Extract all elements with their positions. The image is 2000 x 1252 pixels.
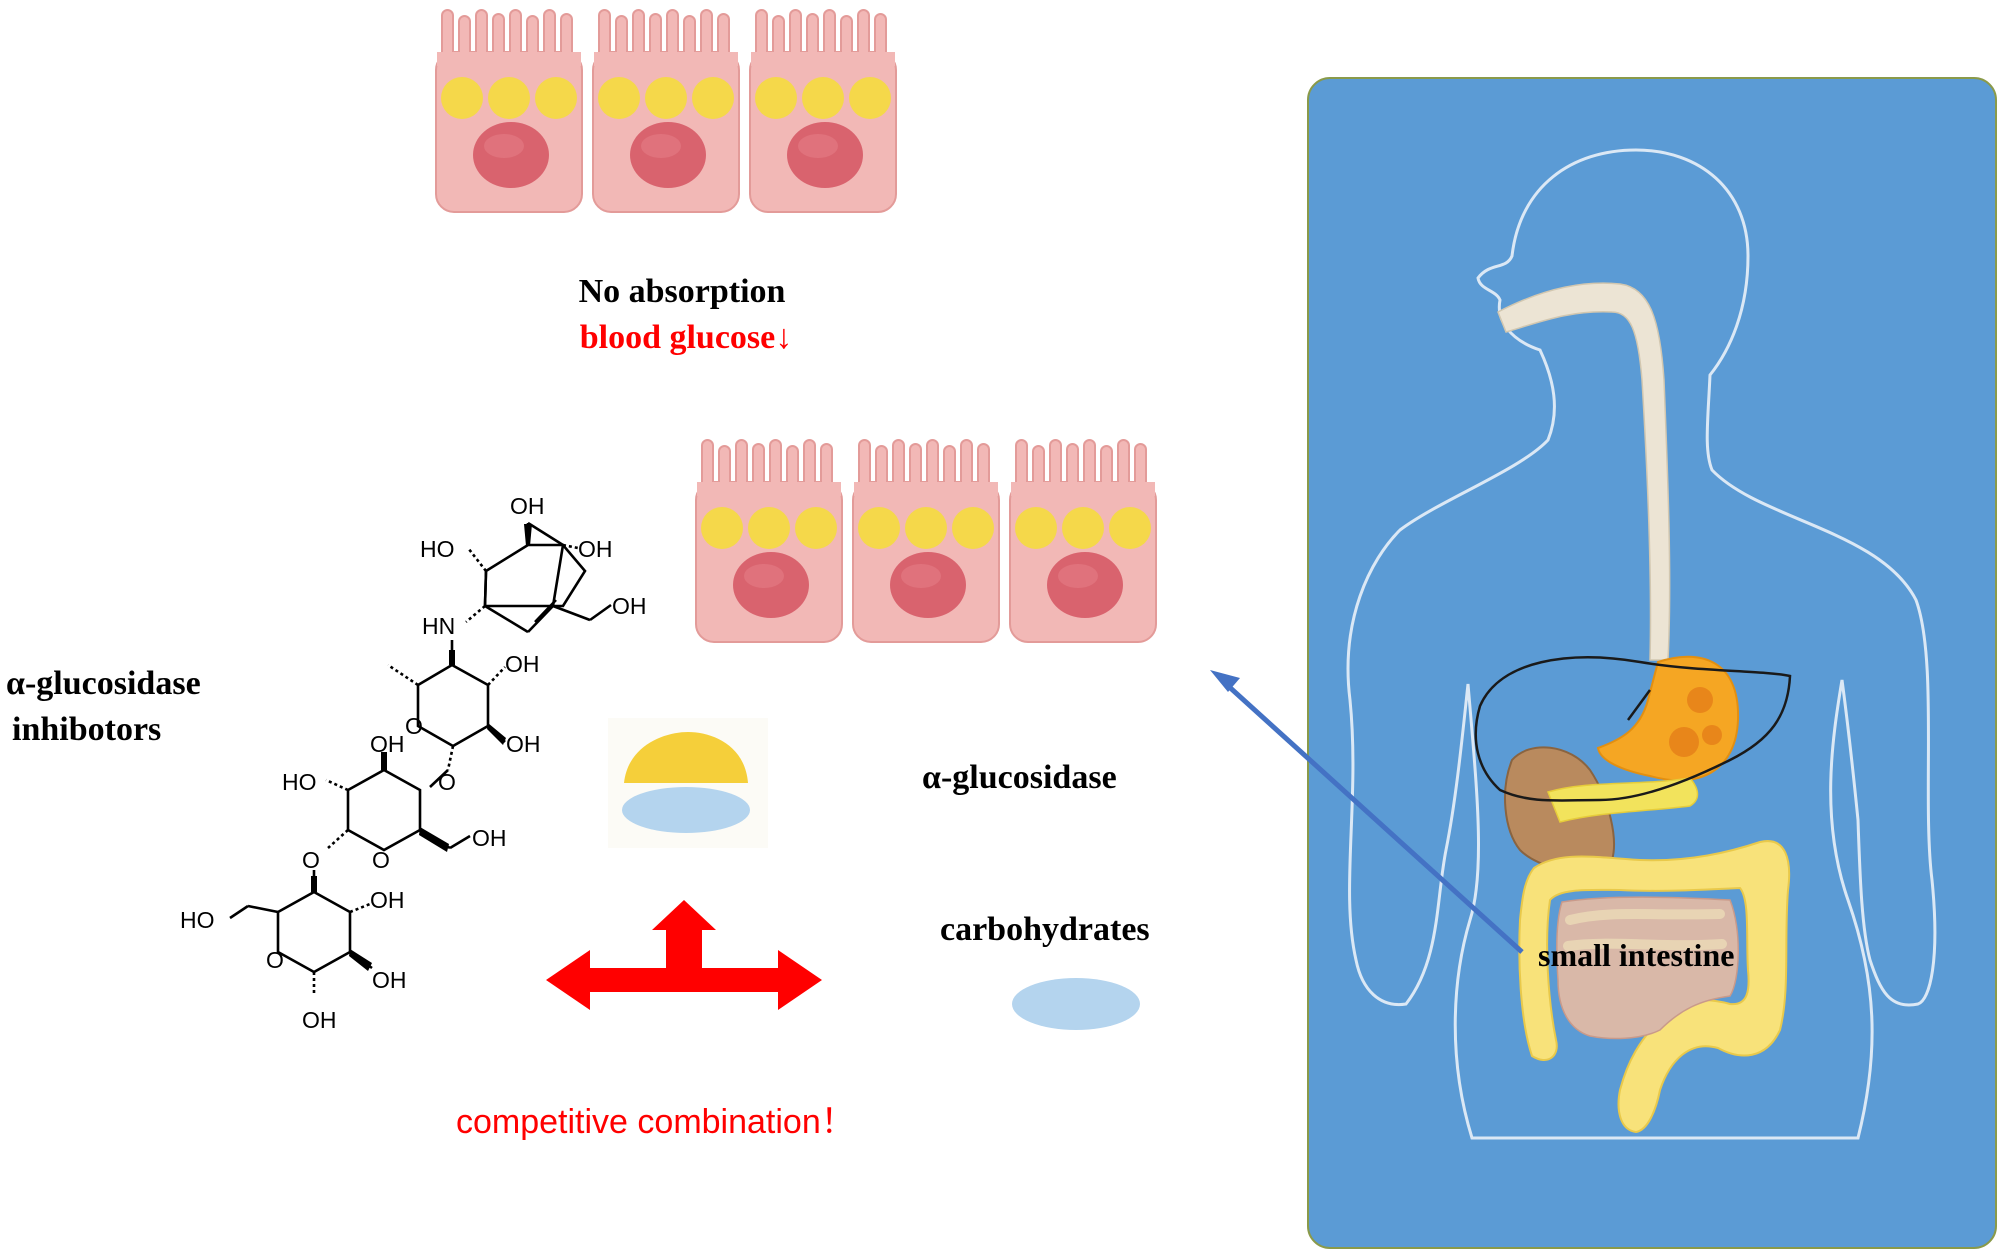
chem-oh-ring2-bottom: OH xyxy=(506,731,541,757)
liver-outline xyxy=(1474,656,1792,802)
small-intestine-label: small intestine xyxy=(1538,937,1734,973)
cell-row-top xyxy=(435,9,897,213)
chem-ho-ring4: HO xyxy=(180,907,215,933)
competitive-combination-label: competitive combination！ xyxy=(456,1103,855,1141)
chem-oh-ring3-ch2: OH xyxy=(472,825,507,851)
no-absorption-label: No absorption xyxy=(579,273,786,310)
enzyme-label: α-glucosidase xyxy=(922,759,1117,796)
chem-oh-ring3-top: OH xyxy=(370,731,405,757)
chem-oh-ch2: OH xyxy=(612,593,647,619)
chem-o-ring4: O xyxy=(266,947,284,973)
chem-oh-ring2-right: OH xyxy=(505,651,540,677)
chem-o-ring2: O xyxy=(405,713,423,739)
small-intestine xyxy=(1556,896,1739,1040)
chem-ho-ring3: HO xyxy=(282,769,317,795)
competition-arrow-icon xyxy=(546,900,822,1010)
carbohydrate-disc-icon xyxy=(1012,978,1140,1030)
chem-o-link2: O xyxy=(302,847,320,873)
inhibitor-label-line2: inhibotors xyxy=(12,711,161,748)
chem-hn: HN xyxy=(422,613,455,639)
chem-oh-top: OH xyxy=(510,493,545,519)
digestive-system-panel: small intestine xyxy=(1210,77,1997,1249)
pointer-arrowhead-icon xyxy=(1210,670,1240,692)
carbohydrates-label: carbohydrates xyxy=(940,911,1150,948)
body-outline xyxy=(1346,148,1937,1140)
chem-oh-ring4-base: OH xyxy=(302,1007,337,1033)
chem-o-link1: O xyxy=(438,769,456,795)
inhibitor-label-line1: α-glucosidase xyxy=(6,665,201,702)
chem-oh-ring1-right: OH xyxy=(578,536,613,562)
blood-glucose-label: blood glucose↓ xyxy=(580,319,793,356)
chem-o-ring3: O xyxy=(372,847,390,873)
pointer-arrow xyxy=(1224,682,1524,954)
acarbose-structure xyxy=(229,521,612,995)
chem-ho-ring1: HO xyxy=(420,536,455,562)
chem-oh-ring4-bottom: OH xyxy=(372,967,407,993)
enzyme-substrate-complex-icon xyxy=(608,718,768,848)
chem-oh-ring4-right: OH xyxy=(370,887,405,913)
cell-row-middle xyxy=(695,439,1157,643)
